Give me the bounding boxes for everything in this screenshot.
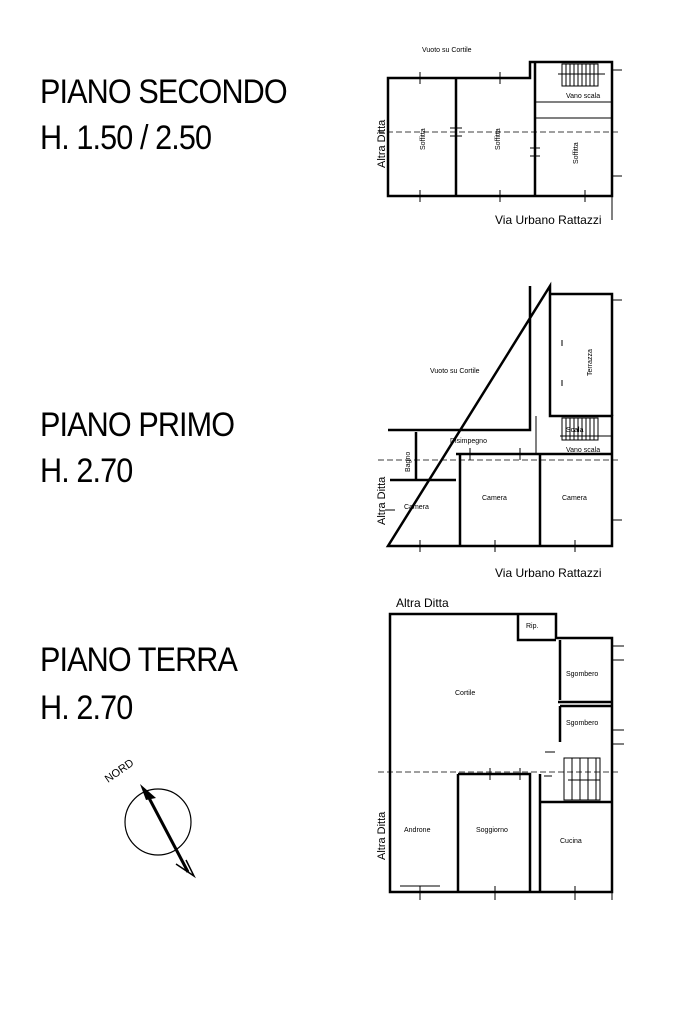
primo-street-label: Via Urbano Rattazzi bbox=[495, 566, 602, 580]
room-androne: Androne bbox=[404, 827, 431, 834]
room-soffitta-3: Soffitta bbox=[573, 142, 580, 164]
room-disimpegno: Disimpegno bbox=[450, 438, 487, 445]
room-vano-scala-primo: Vano scala bbox=[566, 447, 600, 454]
room-soffitta-2: Soffitta bbox=[495, 128, 502, 150]
room-soffitta-1: Soffitta bbox=[420, 128, 427, 150]
secondo-street-label: Via Urbano Rattazzi bbox=[495, 213, 602, 227]
level-height-secondo: H. 1.50 / 2.50 bbox=[40, 119, 212, 157]
primo-top-label: Vuoto su Cortile bbox=[430, 368, 480, 375]
room-soggiorno: Soggiorno bbox=[476, 827, 508, 834]
level-title-primo: PIANO PRIMO bbox=[40, 406, 235, 444]
room-cortile: Cortile bbox=[455, 690, 475, 697]
plan-primo: Vuoto su Cortile Altra Ditta Via Urbano … bbox=[376, 281, 622, 580]
room-cucina: Cucina bbox=[560, 838, 582, 845]
room-bagno: Bagno bbox=[405, 452, 412, 472]
compass-shaft bbox=[146, 795, 190, 873]
level-title-secondo: PIANO SECONDO bbox=[40, 73, 288, 111]
room-sgombero-1: Sgombero bbox=[566, 671, 598, 678]
room-ripostiglio: Rip. bbox=[526, 623, 539, 630]
north-compass: NORD bbox=[103, 757, 196, 879]
primo-side-label: Altra Ditta bbox=[376, 476, 388, 525]
level-height-terra: H. 2.70 bbox=[40, 689, 133, 727]
plan-secondo: Vuoto su Cortile Altra Ditta Via Urbano … bbox=[376, 47, 622, 227]
compass-label: NORD bbox=[103, 757, 136, 785]
compass-arrow-icon bbox=[140, 784, 156, 800]
secondo-side-label: Altra Ditta bbox=[376, 119, 388, 168]
room-camera-2: Camera bbox=[482, 495, 507, 502]
compass-circle bbox=[124, 788, 192, 856]
level-title-terra: PIANO TERRA bbox=[40, 641, 238, 679]
room-camera-1: Camera bbox=[404, 504, 429, 511]
room-vano-scala-secondo: Vano scala bbox=[566, 93, 600, 100]
terra-top-label: Altra Ditta bbox=[396, 596, 449, 610]
plan-terra: Altra Ditta Altra Ditta Rip. Cortile Sgo… bbox=[376, 596, 624, 900]
terra-side-label: Altra Ditta bbox=[376, 811, 388, 860]
room-camera-3: Camera bbox=[562, 495, 587, 502]
secondo-top-label: Vuoto su Cortile bbox=[422, 47, 472, 54]
room-scala-primo: Scala bbox=[566, 427, 584, 434]
room-sgombero-2: Sgombero bbox=[566, 720, 598, 727]
room-terrazza: Terrazza bbox=[587, 349, 594, 376]
level-height-primo: H. 2.70 bbox=[40, 452, 133, 490]
